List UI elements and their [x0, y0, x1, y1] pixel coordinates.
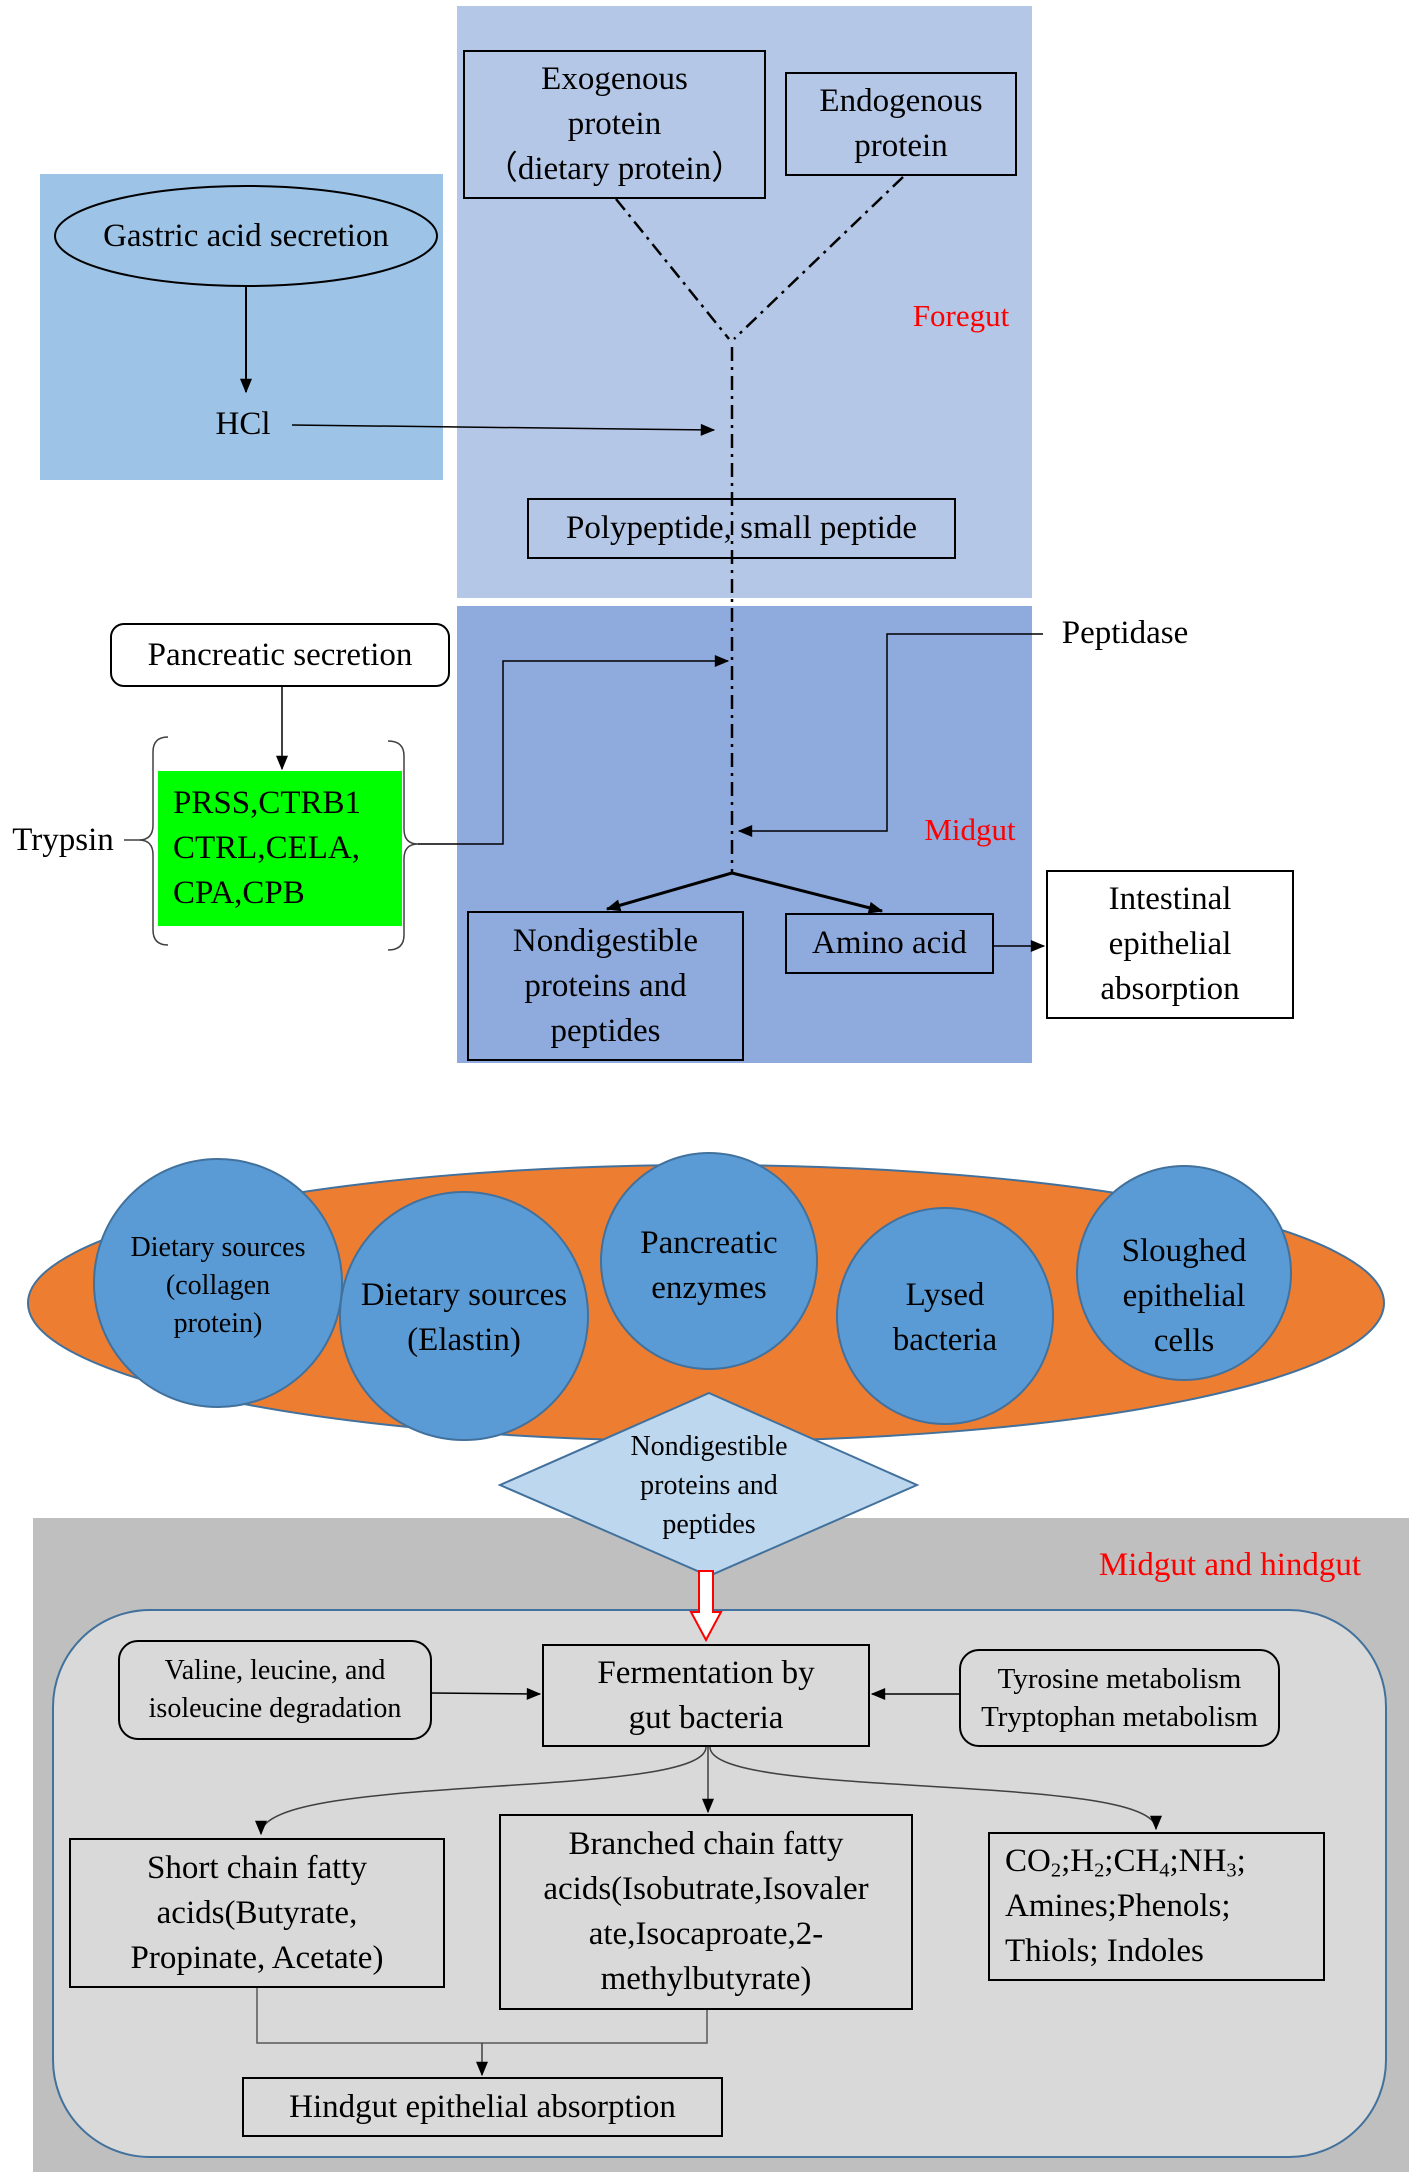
gas-formula-subscript: 3	[1226, 1859, 1237, 1882]
pancreatic-secretion-text: Pancreatic secretion	[147, 636, 413, 673]
bcfa-box: Branched chain fatty acids(Isobutrate,Is…	[499, 1814, 913, 2010]
gas-formula-part: ;CH	[1104, 1843, 1160, 1879]
hindgut-absorption-box: Hindgut epithelial absorption	[242, 2077, 723, 2137]
byproducts-gases-line: CO2;H2;CH4;NH3;	[1005, 1839, 1246, 1884]
bcfa-line: methylbutyrate)	[600, 1961, 812, 1997]
bcaa-degradation-line: Valine, leucine, and	[164, 1655, 386, 1686]
polypeptide-text: Polypeptide, small peptide	[565, 510, 918, 546]
trypsin-text: Trypsin	[12, 822, 114, 858]
enzyme-list-line: CPA,CPB	[173, 875, 305, 911]
aromatic-metabolism-line: Tryptophan metabolism	[981, 1701, 1258, 1733]
midgut-region-text: Midgut	[924, 812, 1016, 847]
pancreatic-enzymes-box: PRSS,CTRB1 CTRL,CELA, CPA,CPB	[158, 771, 402, 926]
foregut-region-label: Foregut	[891, 296, 1031, 336]
gas-formula-part: CO	[1005, 1843, 1051, 1879]
scfa-line: acids(Butyrate,	[156, 1894, 358, 1931]
scfa-line: Propinate, Acetate)	[130, 1939, 384, 1976]
trypsin-label: Trypsin	[2, 818, 124, 863]
endogenous-protein-line: protein	[854, 128, 948, 164]
fermentation-line: gut bacteria	[628, 1699, 784, 1736]
gas-formula-subscript: 2	[1094, 1859, 1105, 1882]
source-label-line: epithelial	[1122, 1278, 1246, 1314]
midgut-region-label: Midgut	[900, 810, 1040, 850]
diamond-label: Nondigestible proteins and peptides	[609, 1427, 809, 1544]
source-sloughed-cells-label: Sloughed epithelial cells	[1084, 1229, 1284, 1364]
enzyme-list-line: CTRL,CELA,	[173, 830, 360, 866]
gas-formula-part: ;H	[1061, 1843, 1095, 1879]
hcl-label: HCl	[205, 402, 281, 447]
source-label-line: Lysed	[905, 1277, 985, 1313]
source-circle-collagen	[93, 1158, 343, 1408]
source-label-line: Pancreatic	[640, 1225, 778, 1261]
byproducts-line: Amines;Phenols;	[1005, 1888, 1231, 1924]
scfa-line: Short chain fatty	[147, 1849, 367, 1886]
peptidase-label: Peptidase	[1050, 611, 1200, 656]
fermentation-line: Fermentation by	[597, 1654, 815, 1691]
gas-formula-part: ;	[1236, 1843, 1246, 1879]
diamond-label-line: proteins and	[640, 1470, 778, 1501]
bcaa-degradation-line: isoleucine degradation	[148, 1693, 402, 1724]
source-elastin-label: Dietary sources (Elastin)	[354, 1273, 574, 1363]
polypeptide-box: Polypeptide, small peptide	[527, 498, 956, 559]
hcl-text: HCl	[215, 406, 271, 442]
source-label-line: protein)	[173, 1308, 263, 1339]
hindgut-absorption-text: Hindgut epithelial absorption	[289, 2088, 676, 2125]
source-label-line: bacteria	[892, 1322, 998, 1358]
nondigestible-line: peptides	[550, 1012, 661, 1049]
exogenous-protein-line: Exogenous	[541, 61, 688, 97]
aromatic-metabolism-line: Tyrosine metabolism	[997, 1663, 1242, 1695]
source-circle-elastin	[339, 1191, 589, 1441]
foregut-region-text: Foregut	[912, 298, 1010, 333]
bcaa-degradation-box: Valine, leucine, and isoleucine degradat…	[118, 1640, 432, 1740]
source-label-line: cells	[1153, 1323, 1215, 1359]
intestinal-absorption-line: Intestinal	[1108, 881, 1232, 917]
source-circle-sloughed-cells	[1076, 1165, 1292, 1381]
nondigestible-line: Nondigestible	[512, 922, 699, 959]
byproducts-box: CO2;H2;CH4;NH3; Amines;Phenols; Thiols; …	[988, 1832, 1325, 1981]
source-label-line: (collagen	[165, 1270, 271, 1301]
gas-formula-subscript: 2	[1050, 1859, 1062, 1882]
source-lysed-bacteria-label: Lysed bacteria	[845, 1273, 1045, 1363]
pancreatic-secretion-box: Pancreatic secretion	[110, 623, 450, 687]
exogenous-protein-line: （dietary protein）	[484, 151, 745, 187]
bcfa-line: acids(Isobutrate,Isovaler	[543, 1871, 869, 1907]
peptidase-text: Peptidase	[1061, 615, 1189, 651]
gastric-acid-secretion-text: Gastric acid secretion	[103, 217, 389, 254]
hindgut-region-label: Midgut and hindgut	[1080, 1544, 1380, 1586]
source-label-line: Dietary sources	[360, 1277, 568, 1313]
source-circle-lysed-bacteria	[836, 1207, 1054, 1425]
intestinal-absorption-line: epithelial	[1108, 926, 1232, 962]
nondigestible-proteins-box: Nondigestible proteins and peptides	[467, 911, 744, 1061]
nondigestible-line: proteins and	[524, 967, 687, 1004]
bcfa-line: Branched chain fatty	[568, 1826, 844, 1862]
bcfa-line: ate,Isocaproate,2-	[588, 1916, 824, 1952]
endogenous-protein-line: Endogenous	[819, 83, 983, 119]
exogenous-protein-box: Exogenous protein （dietary protein）	[463, 50, 766, 199]
gas-formula-part: ;NH	[1169, 1843, 1227, 1879]
scfa-box: Short chain fatty acids(Butyrate, Propin…	[69, 1838, 445, 1988]
source-circle-pancreatic-enzymes	[600, 1152, 818, 1370]
source-label-line: Sloughed	[1121, 1233, 1247, 1269]
source-collagen-label: Dietary sources (collagen protein)	[118, 1226, 318, 1346]
aromatic-metabolism-box: Tyrosine metabolism Tryptophan metabolis…	[959, 1649, 1280, 1747]
source-label-line: (Elastin)	[407, 1322, 521, 1358]
intestinal-absorption-box: Intestinal epithelial absorption	[1046, 870, 1294, 1019]
intestinal-absorption-line: absorption	[1100, 971, 1240, 1007]
amino-acid-box: Amino acid	[785, 913, 994, 974]
byproducts-line: Thiols; Indoles	[1005, 1933, 1204, 1969]
source-label-line: enzymes	[651, 1270, 767, 1306]
diamond-label-line: peptides	[662, 1509, 756, 1540]
exogenous-protein-line: protein	[567, 106, 662, 142]
amino-acid-text: Amino acid	[812, 925, 967, 961]
endogenous-protein-box: Endogenous protein	[785, 72, 1017, 176]
source-pancreatic-enzymes-label: Pancreatic enzymes	[609, 1221, 809, 1311]
gastric-acid-secretion-label: Gastric acid secretion	[54, 186, 438, 286]
source-label-line: Dietary sources	[130, 1232, 306, 1263]
fermentation-box: Fermentation by gut bacteria	[542, 1644, 870, 1747]
hindgut-region-text: Midgut and hindgut	[1098, 1546, 1362, 1583]
diamond-label-line: Nondigestible	[630, 1431, 788, 1462]
gas-formula-subscript: 4	[1159, 1859, 1170, 1882]
enzyme-list-line: PRSS,CTRB1	[173, 785, 362, 821]
